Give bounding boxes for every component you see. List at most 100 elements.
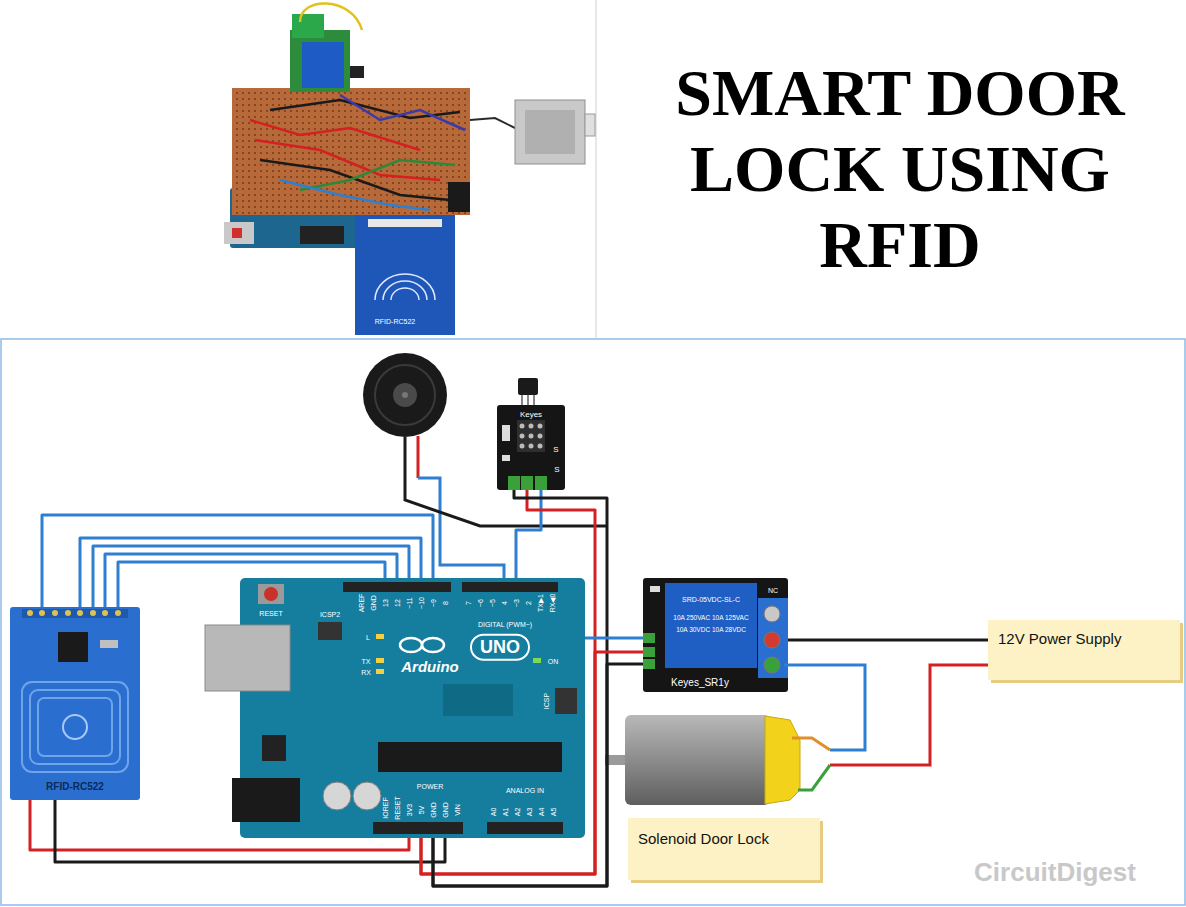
rfid-module: RFID-RC522 (10, 607, 140, 800)
photo (0, 0, 596, 338)
led-label: L (366, 634, 370, 641)
rfid-module-drawing (10, 607, 140, 800)
note-box: Solenoid Door Lock (628, 818, 820, 880)
board-label: ICSP2 (320, 611, 340, 618)
pin-label: 13 (382, 599, 389, 607)
solenoid-drawing (792, 738, 830, 750)
wire (42, 515, 433, 607)
arduino-board-drawing (232, 778, 300, 822)
pin-label: A4 (538, 808, 545, 817)
solenoid-drawing (605, 665, 988, 805)
photo (350, 66, 364, 78)
hall-sensor-drawing (535, 476, 547, 490)
relay-module-drawing (758, 598, 788, 678)
relay-module-drawing (764, 657, 780, 673)
node-text: Keyes (520, 410, 542, 419)
rfid-module-drawing (115, 610, 121, 616)
arduino-board-drawing (258, 584, 284, 604)
rfid-module-drawing (22, 682, 128, 772)
hall-sensor-drawing (538, 434, 543, 439)
photo (448, 182, 470, 212)
relay-module: Keyes_SR1y SRD-05VDC-SL-C (643, 578, 788, 692)
pin-label: GND (442, 802, 449, 818)
rfid-module-drawing (77, 610, 83, 616)
arduino-board-drawing (264, 587, 278, 601)
photo (290, 30, 350, 92)
arduino-board-drawing (353, 782, 381, 810)
board-label: RESET (259, 610, 282, 617)
note-text: Solenoid Door Lock (638, 830, 769, 848)
hall-sensor-drawing (521, 395, 523, 405)
watermark: CircuitDigest (974, 859, 1136, 885)
pin-label: RESET (394, 796, 401, 819)
arduino-board-drawing (443, 684, 513, 716)
hall-sensor-drawing (497, 405, 565, 490)
rfid-module-drawing (63, 715, 87, 739)
pin-label: A0 (490, 808, 497, 817)
arduino-board-drawing (376, 658, 384, 663)
photo (375, 274, 435, 300)
photo (260, 160, 450, 200)
buzzer-drawing (418, 478, 504, 578)
photo (232, 88, 470, 215)
pin-label: GND (370, 595, 377, 611)
node-text: Keyes_SR1y (671, 677, 729, 689)
photo (391, 288, 419, 300)
arduino-board-drawing (555, 688, 577, 714)
node-text: RFID-RC522 (46, 781, 104, 793)
rfid-module-drawing (90, 610, 96, 616)
arduino-board-drawing (400, 638, 422, 652)
pin-label: TX▶1 (537, 594, 544, 612)
relay-rating: 10A 30VDC 10A 28VDC (676, 627, 746, 634)
pin-label: VIN (454, 804, 461, 816)
pin-label: 8 (442, 601, 449, 605)
terminal-label: NC (768, 587, 778, 594)
photo (515, 100, 585, 164)
photo (585, 114, 595, 136)
arduino-board-drawing (343, 582, 451, 592)
rfid-module-drawing (65, 610, 71, 616)
rfid-module-drawing (38, 698, 112, 756)
header-label: DIGITAL (PWM~) (478, 621, 532, 628)
wire (105, 554, 397, 607)
photo (383, 281, 427, 300)
pin-label: A3 (526, 808, 533, 817)
buzzer-drawing (363, 353, 607, 578)
panel-frame (1, 339, 1185, 905)
arduino-board-drawing (376, 669, 384, 674)
title: SMART DOOR LOCK USING RFID (625, 55, 1175, 283)
node-text: SRD-05VDC-SL-C (682, 596, 740, 604)
pin-label: 3V3 (406, 804, 413, 816)
photo (302, 42, 344, 88)
board-label: ICSP (543, 693, 550, 709)
pin-label: 2 (525, 601, 532, 605)
pin-label: IOREF (382, 797, 389, 818)
wire (433, 664, 643, 886)
arduino-board-drawing (378, 742, 562, 772)
arduino-board-drawing (533, 658, 541, 663)
photo (525, 110, 575, 154)
arduino-board-drawing (422, 638, 444, 652)
wire (585, 637, 643, 640)
rfid-module-drawing (102, 610, 108, 616)
panel-frame (1, 339, 1185, 905)
arduino-board-drawing (323, 782, 351, 810)
rfid-module-drawing (58, 632, 88, 662)
photo (470, 118, 515, 128)
hall-sensor-drawing (520, 434, 525, 439)
node-text: Arduino (401, 658, 459, 675)
pin-label: 4 (501, 601, 508, 605)
hall-sensor-drawing (508, 476, 520, 490)
pin-label: 5V (418, 806, 425, 815)
pin-label: 12 (394, 599, 401, 607)
pin-label: ~6 (477, 599, 484, 607)
hall-sensor-drawing (529, 434, 534, 439)
hall-sensor-drawing (502, 455, 510, 461)
arduino-board-drawing (318, 622, 342, 640)
photo (368, 219, 442, 227)
solenoid-drawing (798, 765, 830, 790)
led-label: TX (362, 658, 371, 665)
hall-sensor-drawing (529, 424, 534, 429)
hall-sensor-drawing (538, 444, 543, 449)
photo (300, 160, 455, 190)
